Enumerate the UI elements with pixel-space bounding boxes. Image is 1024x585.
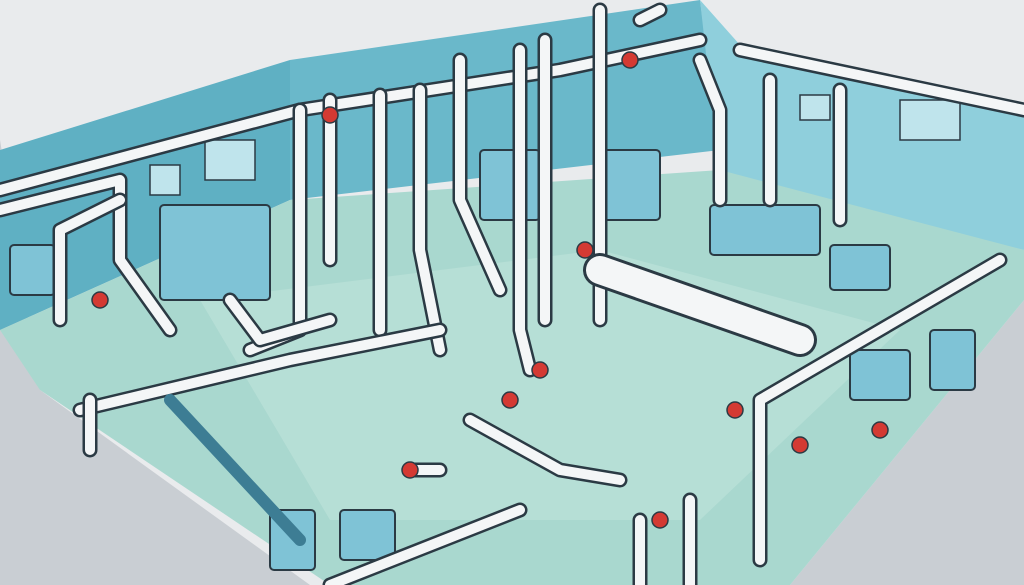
valve-handle-icon <box>791 436 809 454</box>
equipment-unit <box>829 244 891 291</box>
wall-panel <box>899 99 961 141</box>
pipe <box>455 55 505 295</box>
pipe <box>325 505 525 585</box>
valve-handle-icon <box>576 241 594 259</box>
tank-pipe <box>586 256 814 354</box>
valve-handle-icon <box>501 391 519 409</box>
wall-panel <box>799 94 831 121</box>
pipe <box>755 255 1005 565</box>
valve-handle-icon <box>871 421 889 439</box>
equipment-unit <box>9 244 56 296</box>
valve-handle-icon <box>321 106 339 124</box>
equipment-unit <box>599 149 661 221</box>
equipment-unit <box>479 149 541 221</box>
equipment-unit <box>849 349 911 401</box>
pipe <box>0 175 175 335</box>
equipment-unit <box>339 509 396 561</box>
valve-handle-icon <box>621 51 639 69</box>
pipe <box>515 45 535 375</box>
pipe <box>415 85 445 355</box>
pipe <box>635 5 665 25</box>
pipe <box>225 295 335 345</box>
valve-handle-icon <box>91 291 109 309</box>
wall-panel <box>149 164 181 196</box>
valve-handle-icon <box>401 461 419 479</box>
pipe <box>735 45 1024 115</box>
equipment-unit <box>709 204 821 256</box>
pipe <box>75 325 445 415</box>
equipment-unit <box>159 204 271 301</box>
valve-handle-icon <box>531 361 549 379</box>
pipe <box>55 195 125 325</box>
valve-handle-icon <box>726 401 744 419</box>
blue-pipe <box>164 394 306 546</box>
equipment-unit <box>929 329 976 391</box>
valve-handle-icon <box>651 511 669 529</box>
left-outer-wall <box>0 140 310 585</box>
pipe <box>695 55 725 205</box>
pipe <box>465 415 625 485</box>
wall-panel <box>204 139 256 181</box>
